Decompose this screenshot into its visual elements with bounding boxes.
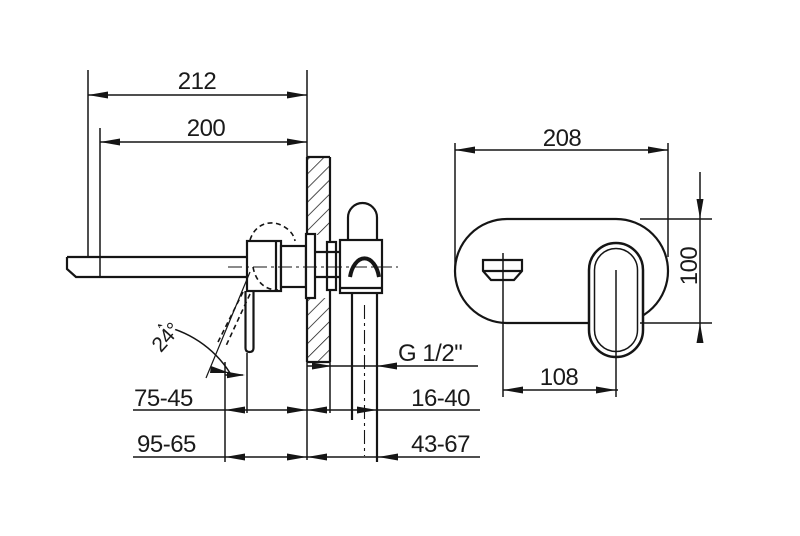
wall-hatch-upper — [307, 157, 330, 235]
lever-alt-position-right — [224, 293, 251, 349]
arrowhead — [312, 362, 332, 370]
arrowhead — [696, 323, 704, 343]
wall-hatch-lower — [307, 298, 330, 362]
mixer-body-side-view — [245, 232, 341, 300]
dim-label-100: 100 — [676, 247, 703, 286]
arrowhead — [225, 453, 245, 461]
angle-label: 24° — [147, 319, 184, 357]
arrowhead — [287, 453, 307, 461]
arrowhead — [696, 199, 704, 219]
spout-side-view — [65, 255, 247, 279]
spout-outline — [65, 255, 247, 279]
dim-label-212: 212 — [178, 68, 217, 95]
dim-plate-width: 208 — [454, 125, 669, 268]
arrowhead — [225, 406, 245, 414]
dim-label-95-65: 95-65 — [137, 431, 196, 458]
mounting-flange — [325, 240, 338, 292]
arrowhead — [287, 91, 307, 99]
dim-label-208: 208 — [543, 125, 582, 152]
spout-outlet-front-view — [481, 253, 524, 397]
arrowhead — [378, 453, 398, 461]
handle-raised-position-dashed — [249, 222, 296, 242]
front-view: 208 100 108 — [453, 125, 712, 397]
arrowhead — [357, 406, 377, 414]
wall-section — [305, 70, 332, 460]
dim-label-200: 200 — [187, 115, 226, 142]
angle-reference-line — [205, 271, 251, 379]
dim-depth-row2: 95-65 43-67 — [133, 431, 480, 461]
riser-cap — [346, 201, 379, 240]
dim-thread: G 1/2" — [307, 340, 478, 370]
dim-overall-length: 212 — [87, 68, 307, 278]
lever-handle — [244, 291, 255, 354]
arrowhead — [648, 146, 668, 154]
dim-label-43-67: 43-67 — [411, 431, 470, 458]
arrowhead — [100, 138, 120, 146]
thread-label: G 1/2" — [398, 340, 462, 367]
dim-label-108: 108 — [540, 364, 579, 391]
wall-escutcheon-edge — [304, 232, 317, 300]
arrowhead — [307, 406, 327, 414]
side-view: 24° 212 200 G 1/2" — [65, 68, 480, 462]
dim-label-75-45: 75-45 — [134, 385, 193, 412]
arrowhead — [158, 325, 172, 344]
depth-extension-lines — [224, 353, 331, 462]
dim-depth-row1: 75-45 16-40 — [133, 385, 480, 414]
arrowhead — [307, 453, 327, 461]
dim-plate-height: 100 — [640, 172, 712, 343]
angle-annotation: 24° — [144, 271, 251, 379]
arrowhead — [377, 362, 397, 370]
dim-spout-to-handle: 108 — [503, 364, 618, 394]
valve-dome-arc — [348, 256, 381, 278]
concealed-supply-assembly — [338, 201, 384, 462]
arrowhead — [503, 386, 523, 394]
handle-front-view — [587, 241, 645, 397]
arrowhead — [227, 371, 245, 379]
dim-label-16-40: 16-40 — [411, 385, 470, 412]
arrowhead — [287, 406, 307, 414]
arrowhead — [596, 386, 616, 394]
handle-pivot-arc-dashed — [252, 266, 279, 291]
arrowhead — [88, 91, 108, 99]
arrowhead — [287, 138, 307, 146]
arrowhead — [455, 146, 475, 154]
dim-projection: 200 — [100, 115, 307, 146]
